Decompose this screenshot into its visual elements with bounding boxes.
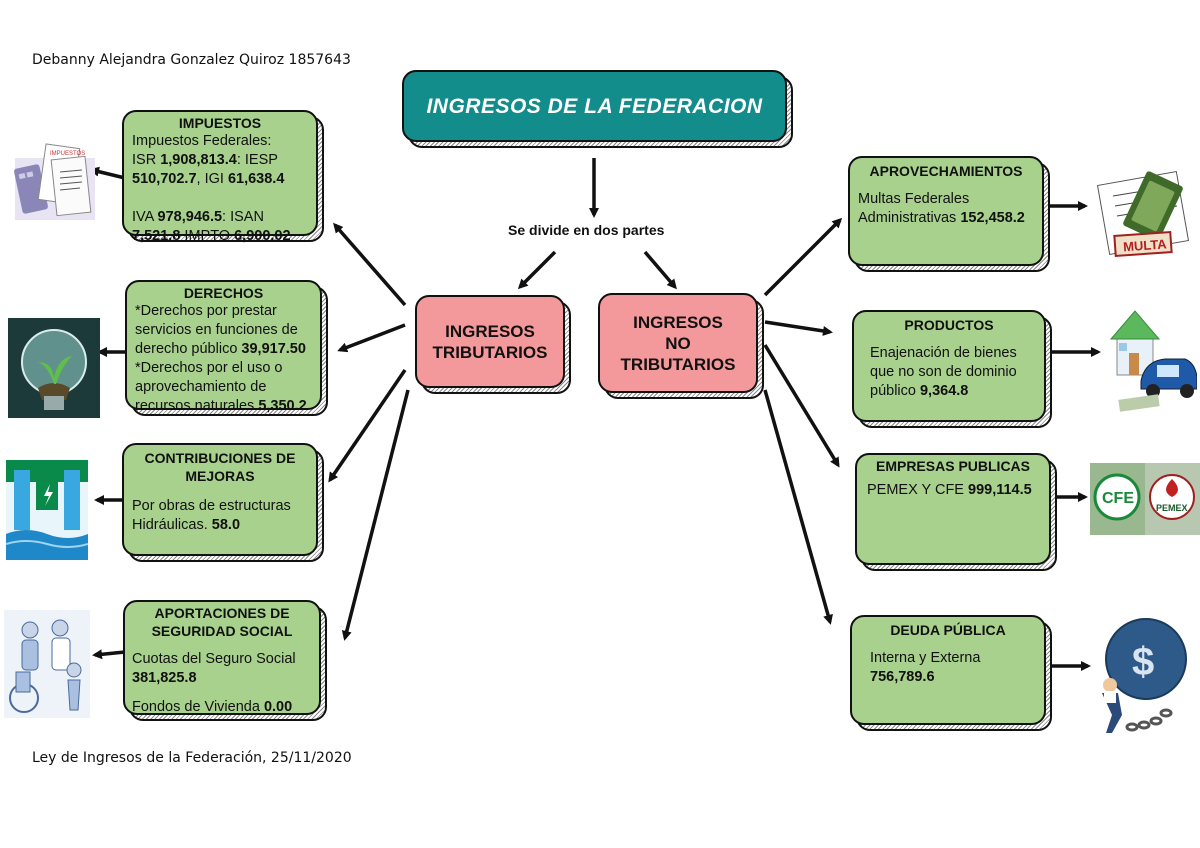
source-footer: Ley de Ingresos de la Federación, 25/11/…: [32, 750, 352, 766]
contribuciones-title2: MEJORAS: [185, 468, 255, 484]
house-car-icon: [1109, 310, 1197, 412]
tributarios-line2: TRIBUTARIOS: [432, 342, 548, 362]
aprovechamientos-title: APROVECHAMIENTOS: [869, 163, 1023, 179]
dollar-icon-text: $: [1132, 640, 1154, 684]
contribuciones-box: CONTRIBUCIONES DE MEJORAS Por obras de e…: [122, 443, 324, 562]
aportaciones-value1: 381,825.8: [132, 670, 197, 686]
arrow-to-derechos: [337, 323, 406, 353]
aprovechamientos-line2: Administrativas: [858, 210, 961, 226]
arrow-aportaciones-icon: [92, 649, 126, 660]
deuda-box: DEUDA PÚBLICA Interna y Externa 756,789.…: [850, 615, 1052, 731]
impuestos-box: IMPUESTOS Impuestos Federales: ISR 1,908…: [122, 110, 324, 244]
arrow-to-aportaciones: [341, 389, 410, 641]
arrow-to-no-tributarios: [643, 250, 677, 290]
derechos-box: DERECHOS *Derechos por prestar servicios…: [125, 280, 328, 416]
cfe-icon-text: CFE: [1102, 490, 1134, 507]
contribuciones-line2: Hidráulicas.: [132, 517, 212, 533]
aportaciones-line1: Cuotas del Seguro Social: [132, 651, 296, 667]
author-name: Debanny Alejandra Gonzalez Quiroz 185764…: [32, 52, 351, 68]
empresas-box: EMPRESAS PUBLICAS PEMEX Y CFE 999,114.5: [855, 453, 1057, 571]
derechos-title: DERECHOS: [183, 285, 264, 301]
no-tributarios-line1: INGRESOS: [633, 312, 723, 332]
aportaciones-box: APORTACIONES DE SEGURIDAD SOCIAL Cuotas …: [123, 600, 327, 721]
iva-value: 978,946.5: [157, 209, 223, 225]
deuda-value: 756,789.6: [870, 669, 935, 685]
iesp-value: 510,702.7: [132, 171, 197, 187]
multa-fine-icon: MULTA: [1096, 171, 1190, 257]
tributarios-box: INGRESOS TRIBUTARIOS: [415, 295, 571, 394]
arrow-to-impuestos: [333, 222, 407, 307]
iesp-label: : IESP: [236, 152, 278, 168]
aportaciones-title2: SEGURIDAD SOCIAL: [151, 623, 293, 639]
social-security-icon: [4, 610, 90, 718]
hydro-dam-icon: [6, 460, 88, 560]
derechos-line5: aprovechamiento de: [135, 379, 267, 395]
aportaciones-line2: Fondos de Vivienda: [132, 699, 264, 715]
main-title: INGRESOS DE LA FEDERACION: [402, 70, 787, 142]
arrow-impuestos-icon: [89, 166, 126, 180]
tax-documents-icon: IMPUESTOS: [14, 143, 95, 220]
contribuciones-line1: Por obras de estructuras: [132, 498, 291, 514]
derechos-line3: derecho público: [135, 341, 242, 357]
main-title-box: INGRESOS DE LA FEDERACION: [402, 70, 793, 148]
derechos-value2: 5,350.2: [258, 398, 307, 414]
productos-line2: que no son de dominio: [870, 364, 1017, 380]
arrow-to-deuda: [763, 389, 833, 625]
derechos-line6: recursos naturales: [135, 398, 259, 414]
cfe-pemex-icon: CFE PEMEX: [1090, 463, 1200, 535]
derechos-line2: servicios en funciones de: [135, 322, 298, 338]
impuestos-line1: Impuestos Federales:: [132, 133, 272, 149]
debt-ball-chain-icon: $: [1102, 618, 1187, 733]
derechos-line1: *Derechos por prestar: [135, 303, 277, 319]
arrow-to-aprovechamientos: [763, 217, 843, 297]
igi-label: , IGI: [196, 171, 228, 187]
derechos-value1: 39,917.50: [241, 341, 306, 357]
deuda-line1: Interna y Externa: [870, 650, 981, 666]
isan-label: : ISAN: [222, 209, 264, 225]
isan-value: 7,521.8: [132, 228, 181, 244]
isr-label: ISR: [132, 152, 161, 168]
empresas-title: EMPRESAS PUBLICAS: [875, 458, 1031, 474]
iva-label: IVA: [132, 209, 158, 225]
impuestos-title: IMPUESTOS: [178, 115, 262, 131]
impuestos-icon-text: IMPUESTOS: [50, 151, 85, 157]
no-tributarios-line3: TRIBUTARIOS: [620, 354, 736, 374]
aportaciones-value2: 0.00: [263, 699, 293, 715]
lightbulb-plant-icon: [8, 318, 100, 418]
arrow-to-productos: [764, 320, 833, 336]
multa-icon-text: MULTA: [1123, 236, 1168, 254]
productos-line1: Enajenación de bienes: [870, 345, 1017, 361]
aprovechamientos-value: 152,458.2: [960, 210, 1025, 226]
empresas-value: 999,114.5: [968, 482, 1032, 498]
deuda-title: DEUDA PÚBLICA: [890, 622, 1006, 638]
productos-title: PRODUCTOS: [904, 317, 994, 333]
productos-value: 9,364.8: [919, 383, 969, 399]
tributarios-line1: INGRESOS: [445, 321, 535, 341]
aprovechamientos-box: APROVECHAMIENTOS Multas Federales Admini…: [848, 156, 1050, 272]
empresas-line1: PEMEX Y CFE: [867, 482, 968, 498]
no-tributarios-box: INGRESOS NO TRIBUTARIOS: [598, 293, 764, 399]
derechos-line4: *Derechos por el uso o: [135, 360, 283, 376]
contribuciones-value: 58.0: [211, 517, 241, 533]
aportaciones-title1: APORTACIONES DE: [154, 605, 290, 621]
impto-value: 6,900.02: [234, 228, 291, 244]
productos-line3: público: [870, 383, 920, 399]
divide-label: Se divide en dos partes: [508, 222, 665, 238]
aprovechamientos-line1: Multas Federales: [858, 191, 970, 207]
contribuciones-title1: CONTRIBUCIONES DE: [144, 450, 296, 466]
arrow-to-contribuciones: [328, 369, 407, 483]
isr-value: 1,908,813.4: [160, 152, 237, 168]
productos-box: PRODUCTOS Enajenación de bienes que no s…: [852, 310, 1052, 428]
arrow-to-tributarios: [517, 250, 557, 290]
pemex-icon-text: PEMEX: [1156, 503, 1188, 513]
no-tributarios-line2: NO: [665, 333, 691, 353]
impto-label: IMPTO: [180, 228, 235, 244]
arrow-to-empresas: [763, 344, 840, 468]
igi-value: 61,638.4: [227, 171, 285, 187]
